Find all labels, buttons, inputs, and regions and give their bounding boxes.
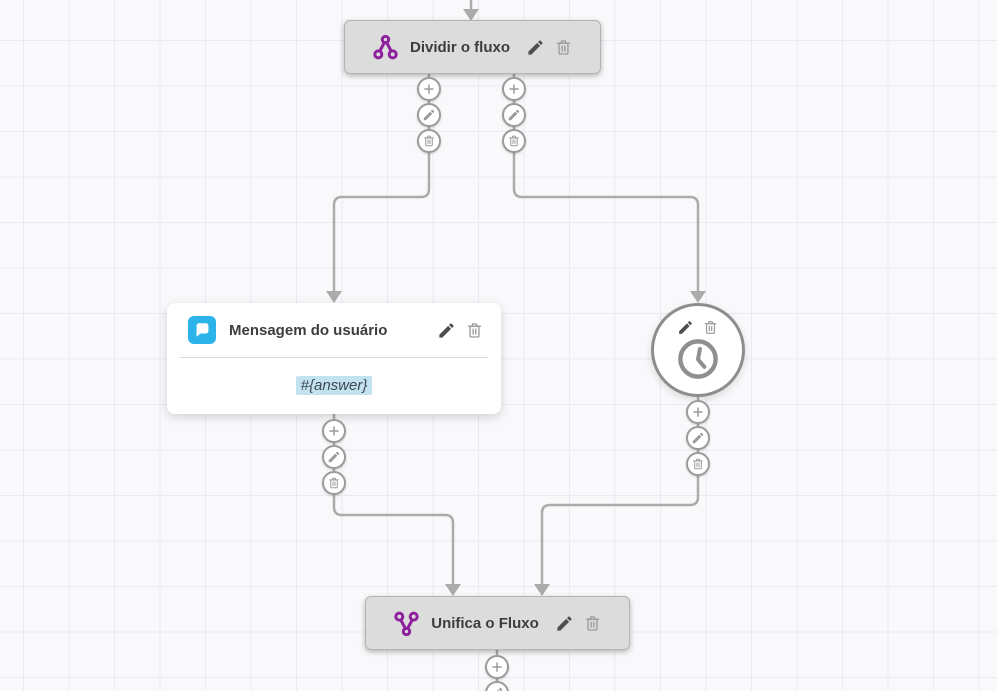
plus-icon <box>490 660 504 674</box>
add-step-button[interactable] <box>686 400 710 424</box>
divider <box>180 357 488 358</box>
arrowhead-into-merge-left <box>445 584 461 596</box>
node-timer[interactable] <box>651 303 745 397</box>
split-flow-icon <box>372 34 399 61</box>
plus-icon <box>327 424 341 438</box>
edit-connection-button[interactable] <box>502 103 526 127</box>
edit-connection-button[interactable] <box>686 426 710 450</box>
node-title: Unifica o Fluxo <box>431 614 539 632</box>
trash-icon <box>422 134 436 148</box>
pencil-icon <box>691 431 705 445</box>
edit-icon[interactable] <box>437 321 456 340</box>
trash-icon <box>327 476 341 490</box>
edge-split-to-timer <box>512 74 700 292</box>
edit-connection-button[interactable] <box>322 445 346 469</box>
clock-icon <box>675 336 721 382</box>
add-step-button[interactable] <box>502 77 526 101</box>
add-step-button[interactable] <box>485 655 509 679</box>
pencil-icon <box>327 450 341 464</box>
node-actions <box>555 614 602 633</box>
arrowhead-into-merge-right <box>534 584 550 596</box>
trash-icon[interactable] <box>465 321 484 340</box>
edit-icon[interactable] <box>526 38 545 57</box>
edit-icon[interactable] <box>555 614 574 633</box>
delete-connection-button[interactable] <box>686 452 710 476</box>
edge-timer-to-merge <box>540 397 700 585</box>
plus-icon <box>507 82 521 96</box>
trash-icon[interactable] <box>554 38 573 57</box>
delete-connection-button[interactable] <box>322 471 346 495</box>
edit-icon[interactable] <box>677 319 694 336</box>
add-step-button[interactable] <box>417 77 441 101</box>
pencil-icon <box>490 686 504 691</box>
node-split-flow[interactable]: Dividir o fluxo <box>344 20 601 74</box>
trash-icon <box>507 134 521 148</box>
node-body: #{answer} <box>167 358 501 413</box>
node-header: Mensagem do usuário <box>167 303 501 357</box>
node-actions <box>677 319 719 336</box>
trash-icon[interactable] <box>702 319 719 336</box>
add-step-button[interactable] <box>322 419 346 443</box>
edit-connection-button[interactable] <box>417 103 441 127</box>
edge-message-to-merge <box>332 414 455 585</box>
node-merge-flow[interactable]: Unifica o Fluxo <box>365 596 630 650</box>
node-title: Dividir o fluxo <box>409 38 510 56</box>
trash-icon[interactable] <box>583 614 602 633</box>
delete-connection-button[interactable] <box>502 129 526 153</box>
plus-icon <box>691 405 705 419</box>
arrowhead-into-split <box>463 9 479 21</box>
trash-icon <box>691 457 705 471</box>
arrowhead-into-message <box>326 291 342 303</box>
node-actions <box>526 38 573 57</box>
arrowhead-into-timer <box>690 291 706 303</box>
node-title: Mensagem do usuário <box>229 321 388 339</box>
pencil-icon <box>507 108 521 122</box>
edge-split-to-message <box>332 74 431 292</box>
answer-variable[interactable]: #{answer} <box>295 376 373 395</box>
pencil-icon <box>422 108 436 122</box>
node-actions <box>437 321 484 340</box>
chat-bubble-icon <box>188 316 216 344</box>
merge-flow-icon <box>393 610 420 637</box>
node-user-message[interactable]: Mensagem do usuário #{answer} <box>167 303 501 414</box>
plus-icon <box>422 82 436 96</box>
delete-connection-button[interactable] <box>417 129 441 153</box>
